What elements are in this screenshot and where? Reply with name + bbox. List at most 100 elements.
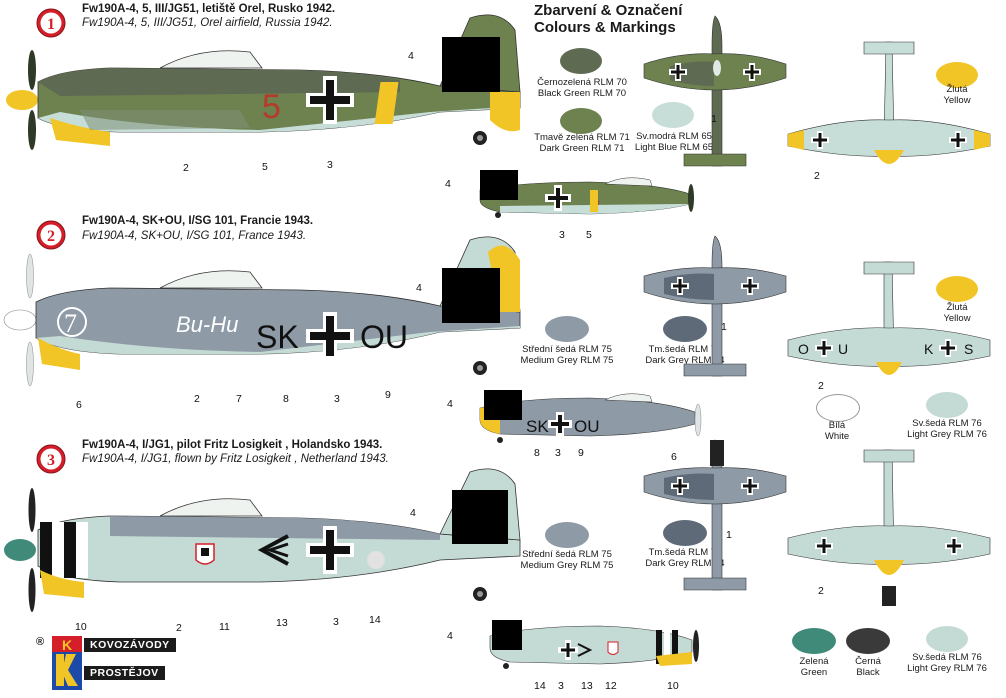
scheme-2-callout-2a: 2: [194, 393, 200, 405]
scheme-2-starboard-profile: SK OU: [479, 390, 702, 443]
scheme-1-callout-1: 1: [711, 113, 717, 125]
scheme-2-callout-8a: 8: [283, 393, 289, 405]
scheme-2-starboard-code-right: OU: [574, 417, 600, 436]
swatch-yellow-1: [936, 62, 978, 88]
scheme-3-side-profile: [4, 468, 521, 612]
scheme-2-top-view: [643, 235, 787, 377]
swatch-rlm76-2: [926, 392, 968, 418]
scheme-3-starboard-profile: [489, 620, 699, 669]
swatch-white: [816, 394, 860, 422]
logo-line2: PROSTĚJOV: [84, 666, 165, 680]
scheme-1-callout-5a: 5: [262, 161, 268, 173]
scheme-2-callout-3a: 3: [334, 393, 340, 405]
scheme-2-callout-4b: 4: [447, 398, 453, 410]
scheme-1-title-en: Fw190A-4, 5, III/JG51, Orel airfield, Ru…: [82, 17, 333, 29]
wing-code-3: K: [924, 341, 934, 357]
scheme-1-top-view: [643, 15, 787, 167]
logo-line1: KOVOZÁVODY: [84, 638, 176, 652]
scheme-1-title-cz: Fw190A-4, 5, III/JG51, letiště Orel, Rus…: [82, 3, 336, 15]
scheme-2-side-profile: 7 Bu-Hu SK OU: [3, 236, 521, 387]
scheme-3-number: 3: [47, 452, 55, 469]
scheme-2-callout-2b: 2: [818, 380, 824, 392]
propeller-icon: [3, 253, 37, 387]
propeller-icon: [4, 488, 36, 612]
scheme-2-callout-9b: 9: [578, 447, 584, 459]
swatch-green: [792, 628, 836, 654]
scheme-3-callout-2b: 2: [818, 585, 824, 597]
scheme-1-callout-4b: 4: [445, 178, 451, 190]
roundel-number-icon: [57, 307, 87, 337]
scheme-1-side-code: 5: [262, 88, 281, 126]
scheme-3-callout-3b: 3: [558, 680, 564, 692]
scheme-3-callout-13a: 13: [276, 617, 288, 629]
swatch-rlm71: [560, 108, 602, 134]
scheme-2-bottom-view: O U K S: [787, 261, 991, 375]
balkenkreuz-icon: [306, 526, 354, 574]
scheme-1-callout-3b: 3: [559, 229, 565, 241]
scheme-2-callout-4a: 4: [416, 282, 422, 294]
scheme-2-callout-7: 7: [236, 393, 242, 405]
scheme-1-callout-4a: 4: [408, 50, 414, 62]
scheme-1-bottom-view: [787, 41, 991, 164]
scheme-3-top-view: [643, 439, 787, 591]
scheme-1-callout-2a: 2: [183, 162, 189, 174]
scheme-3-callout-14a: 14: [369, 614, 381, 626]
scheme-2-callout-1: 1: [721, 321, 727, 333]
scheme-1-callout-2b: 2: [814, 170, 820, 182]
scheme-2-badge: 2: [36, 220, 66, 250]
scheme-3-title-cz: Fw190A-4, I/JG1, pilot Fritz Losigkeit ,…: [82, 439, 383, 451]
swatch-rlm75-2: [545, 316, 589, 342]
wing-code-1: O: [798, 341, 809, 357]
svg-text:K: K: [62, 637, 72, 653]
balkenkreuz-icon: [306, 312, 354, 360]
scheme-3-callout-4a: 4: [410, 507, 416, 519]
kovozavody-logo: ® K KOVOZÁVODY PROSTĚJOV: [36, 636, 176, 694]
scheme-2-tail-script: Bu-Hu: [176, 312, 238, 337]
swatch-yellow-2: [936, 276, 978, 302]
scheme-3-callout-4b: 4: [447, 630, 453, 642]
balkenkreuz-icon: [306, 76, 354, 124]
scheme-2-callout-6a: 6: [76, 399, 82, 411]
scheme-2-nose-number: 7: [64, 309, 77, 338]
scheme-3-title-en: Fw190A-4, I/JG1, flown by Fritz Losigkei…: [82, 453, 389, 465]
colours-markings-title-en: Colours & Markings: [534, 19, 676, 36]
swatch-rlm76-3: [926, 626, 968, 652]
scheme-3-callout-12: 12: [605, 680, 617, 692]
logo-k-icon: K: [52, 636, 82, 690]
swatch-rlm70: [560, 48, 602, 74]
swatch-rlm75-3: [545, 522, 589, 548]
scheme-1-callout-5b: 5: [586, 229, 592, 241]
scheme-3-callout-10b: 10: [667, 680, 679, 692]
scheme-2-title-cz: Fw190A-4, SK+OU, I/SG 101, Francie 1943.: [82, 215, 314, 227]
wing-code-2: U: [838, 341, 848, 357]
scheme-2-code-left: SK: [256, 319, 299, 355]
scheme-3-bottom-view: [787, 449, 991, 606]
scheme-2-starboard-code-left: SK: [526, 417, 549, 436]
scheme-1-badge: 1: [36, 8, 66, 38]
scheme-3-callout-13b: 13: [581, 680, 593, 692]
scheme-3-badge: 3: [36, 444, 66, 474]
scheme-3-callout-10a: 10: [75, 621, 87, 633]
scheme-2-callout-8b: 8: [534, 447, 540, 459]
swatch-rlm74-3: [663, 520, 707, 546]
scheme-3-callout-1: 1: [726, 529, 732, 541]
registered-mark: ®: [36, 636, 45, 648]
wing-code-4: S: [964, 341, 973, 357]
swatch-rlm74-2: [663, 316, 707, 342]
scheme-3-callout-14b: 14: [534, 680, 546, 692]
propeller-icon: [6, 50, 38, 150]
scheme-1-number: 1: [47, 16, 55, 33]
scheme-1-starboard-profile: 5: [479, 170, 694, 218]
